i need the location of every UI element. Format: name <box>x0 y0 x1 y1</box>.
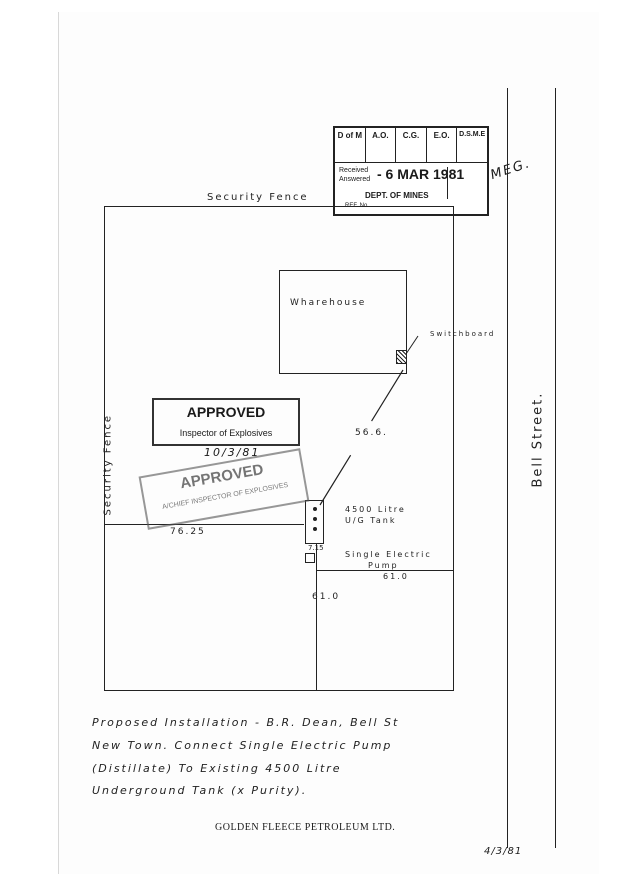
stamp-col-cg: C.G. <box>396 128 427 162</box>
dim-76-label: 76.25 <box>170 527 206 537</box>
pump-label-1: Single Electric <box>345 550 432 559</box>
street-label: Bell Street. <box>530 391 546 488</box>
street-line-left <box>507 88 508 848</box>
notes-line-2: New Town. Connect Single Electric Pump <box>92 739 393 752</box>
stamp-answered: Answered <box>339 176 371 183</box>
fence-right-line <box>453 206 454 690</box>
approval-1-date: 10/3/81 <box>204 446 261 459</box>
tank-symbol <box>305 500 324 544</box>
warehouse-label: Wharehouse <box>290 298 367 308</box>
security-fence-side-label: Security Fence <box>102 413 114 516</box>
stamp-col-eo: E.O. <box>427 128 458 162</box>
stamp-col-ao: A.O. <box>366 128 397 162</box>
dim-61-vline <box>316 544 317 690</box>
fence-bottom-line <box>104 690 454 691</box>
stamp-box <box>447 167 482 199</box>
approval-stamp-1: APPROVED Inspector of Explosives <box>152 398 300 446</box>
dim-61-hline <box>316 570 453 571</box>
company-name: GOLDEN FLEECE PETROLEUM LTD. <box>215 822 396 833</box>
pump-label-2: Pump <box>368 561 399 570</box>
stamp-received: Received <box>339 167 369 174</box>
approval-1-title: APPROVED <box>186 404 266 420</box>
tank-label-1: 4500 Litre <box>345 505 406 514</box>
stamp-dept: DEPT. OF MINES <box>365 191 429 200</box>
notes-line-4: Underground Tank (x Purity). <box>92 784 308 797</box>
fence-top-line <box>104 206 454 207</box>
stamp-col-dsme: D.S.M.E <box>459 131 486 138</box>
footer-date: 4/3/81 <box>484 846 523 857</box>
dim-715-label: 7.15 <box>308 544 324 552</box>
switchboard-label: Switchboard <box>430 330 496 338</box>
warehouse-box <box>279 270 407 374</box>
dim-76-line <box>104 524 304 525</box>
street-line-right <box>555 88 556 848</box>
document-page <box>58 12 599 874</box>
dim-61-label-b: 61.0 <box>383 572 409 581</box>
notes-line-3: (Distillate) To Existing 4500 Litre <box>92 762 342 775</box>
stamp-date: - 6 MAR 1981 <box>377 166 465 182</box>
fence-left-line <box>104 206 105 690</box>
dim-61-label-a: 61.0 <box>312 592 341 602</box>
notes-line-1: Proposed Installation - B.R. Dean, Bell … <box>92 716 400 729</box>
tank-label-2: U/G Tank <box>345 516 397 525</box>
approval-1-subtitle: Inspector of Explosives <box>179 428 273 438</box>
stamp-col-dofm: D of M <box>335 128 366 162</box>
pump-symbol <box>305 553 315 563</box>
dim-56-label: 56.6. <box>355 428 388 438</box>
switchboard-symbol <box>396 350 407 364</box>
security-fence-top-label: Security Fence <box>207 192 309 203</box>
